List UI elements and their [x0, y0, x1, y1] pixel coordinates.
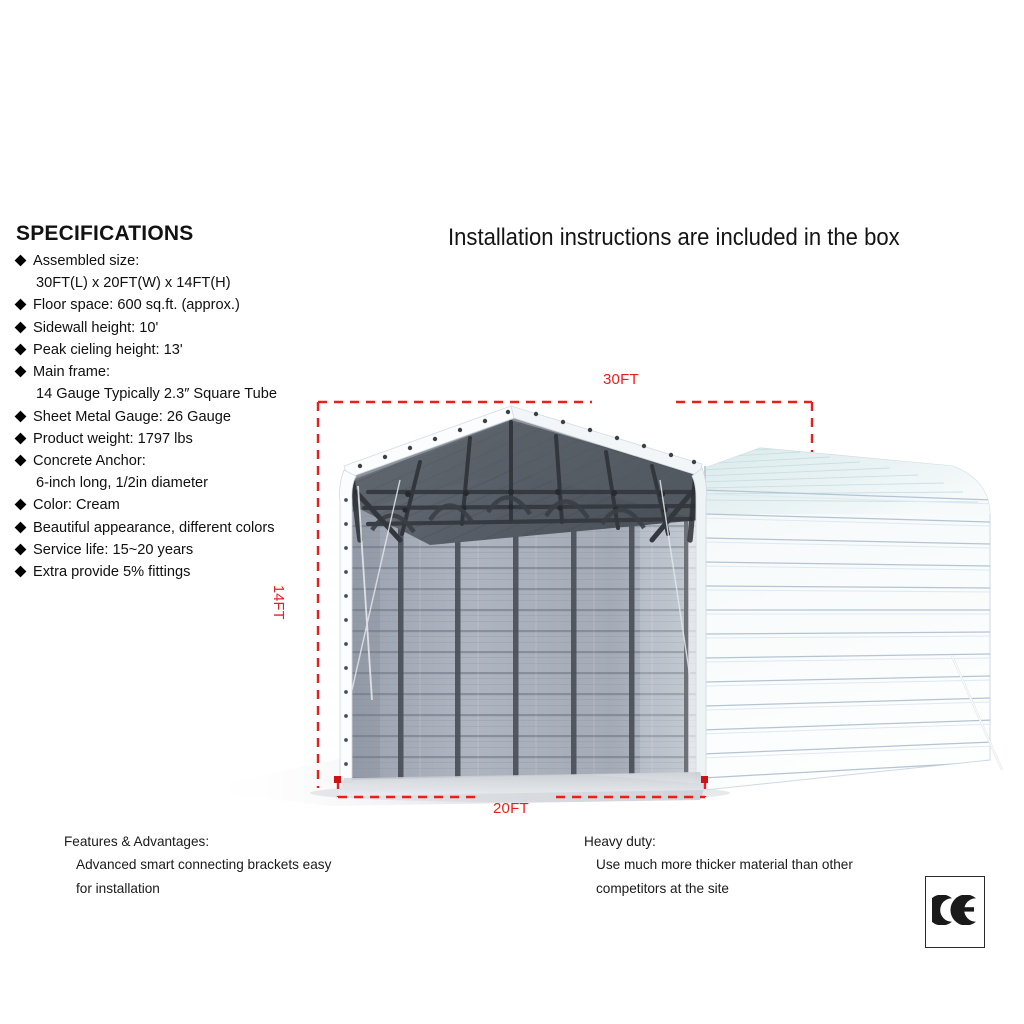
caption-line-2: for installation	[76, 880, 160, 896]
dimension-label-height: 14FT	[270, 585, 286, 620]
caption-line-2: competitors at the site	[596, 880, 729, 896]
caption-line-1: Advanced smart connecting brackets easy	[76, 857, 332, 873]
specifications-title: SPECIFICATIONS	[16, 222, 194, 245]
spec-label: Product weight: 1797 lbs	[33, 430, 193, 447]
diamond-bullet-icon	[14, 298, 27, 311]
dimension-label-width: 20FT	[493, 800, 529, 817]
spec-label: Main frame:	[33, 364, 111, 381]
diamond-bullet-icon	[14, 543, 27, 556]
spec-label: Assembled size:	[33, 253, 140, 269]
specifications-panel: SPECIFICATIONS Assembled size: 30FT(L) x…	[14, 222, 314, 586]
diamond-bullet-icon	[14, 454, 27, 467]
spec-item-extra-fittings: Extra provide 5% fittings	[14, 564, 314, 581]
spec-label: Concrete Anchor:	[33, 452, 146, 469]
diamond-bullet-icon	[14, 321, 27, 334]
diamond-bullet-icon	[14, 343, 27, 356]
ce-mark-badge	[925, 876, 985, 948]
spec-item-service-life: Service life: 15~20 years	[14, 542, 314, 559]
spec-item-assembled-size: Assembled size: 30FT(L) x 20FT(W) x 14FT…	[14, 253, 314, 292]
dimension-label-length: 30FT	[603, 371, 639, 388]
spec-item-sheet-metal-gauge: Sheet Metal Gauge: 26 Gauge	[14, 409, 314, 426]
spec-sublabel: 30FT(L) x 20FT(W) x 14FT(H)	[36, 275, 231, 292]
caption-features-advantages: Features & Advantages: Advanced smart co…	[64, 830, 331, 900]
caption-heading: Heavy duty:	[584, 834, 656, 849]
caption-heavy-duty: Heavy duty: Use much more thicker materi…	[584, 830, 853, 900]
gable-trim	[339, 405, 707, 785]
spec-label: Beautiful appearance, different colors	[33, 519, 275, 536]
spec-item-sidewall-height: Sidewall height: 10'	[14, 320, 314, 337]
dimension-lines	[316, 400, 814, 799]
spec-sublabel: 14 Gauge Typically 2.3″ Square Tube	[36, 386, 277, 403]
spec-item-floor-space: Floor space: 600 sq.ft. (approx.)	[14, 297, 314, 314]
spec-item-main-frame: Main frame: 14 Gauge Typically 2.3″ Squa…	[14, 364, 314, 403]
spec-item-peak-ceiling-height: Peak cieling height: 13'	[14, 342, 314, 359]
spec-item-concrete-anchor: Concrete Anchor: 6-inch long, 1/2in diam…	[14, 453, 314, 492]
spec-item-color: Color: Cream	[14, 497, 314, 514]
caption-heading: Features & Advantages:	[64, 834, 210, 849]
diamond-bullet-icon	[14, 521, 27, 534]
guy-wires	[351, 479, 693, 701]
headline-installation-instructions: Installation instructions are included i…	[448, 224, 900, 251]
spec-label: Peak cieling height: 13'	[33, 341, 183, 358]
spec-label: Sheet Metal Gauge: 26 Gauge	[33, 408, 231, 425]
spec-label: Color: Cream	[33, 497, 120, 514]
spec-label: Floor space: 600 sq.ft. (approx.)	[33, 297, 240, 314]
spec-sublabel: 6-inch long, 1/2in diameter	[36, 475, 208, 492]
spec-item-appearance: Beautiful appearance, different colors	[14, 520, 314, 537]
diamond-bullet-icon	[14, 498, 27, 511]
diamond-bullet-icon	[14, 432, 27, 445]
diamond-bullet-icon	[14, 410, 27, 423]
dimension-anchor-points	[334, 776, 708, 783]
roof-frame-assembly	[348, 414, 700, 545]
ce-icon	[932, 895, 976, 925]
diamond-bullet-icon	[14, 365, 27, 378]
spec-label: Sidewall height: 10'	[33, 319, 159, 336]
caption-line-1: Use much more thicker material than othe…	[596, 857, 853, 873]
spec-label: Service life: 15~20 years	[33, 541, 194, 558]
diamond-bullet-icon	[14, 565, 27, 578]
spec-item-product-weight: Product weight: 1797 lbs	[14, 431, 314, 448]
interior-rear-wall	[344, 418, 702, 780]
floor-edge	[338, 772, 706, 796]
ground-shadow	[196, 756, 730, 806]
spec-label: Extra provide 5% fittings	[33, 564, 191, 581]
diamond-bullet-icon	[14, 254, 27, 267]
side-wall-right	[704, 447, 1004, 791]
